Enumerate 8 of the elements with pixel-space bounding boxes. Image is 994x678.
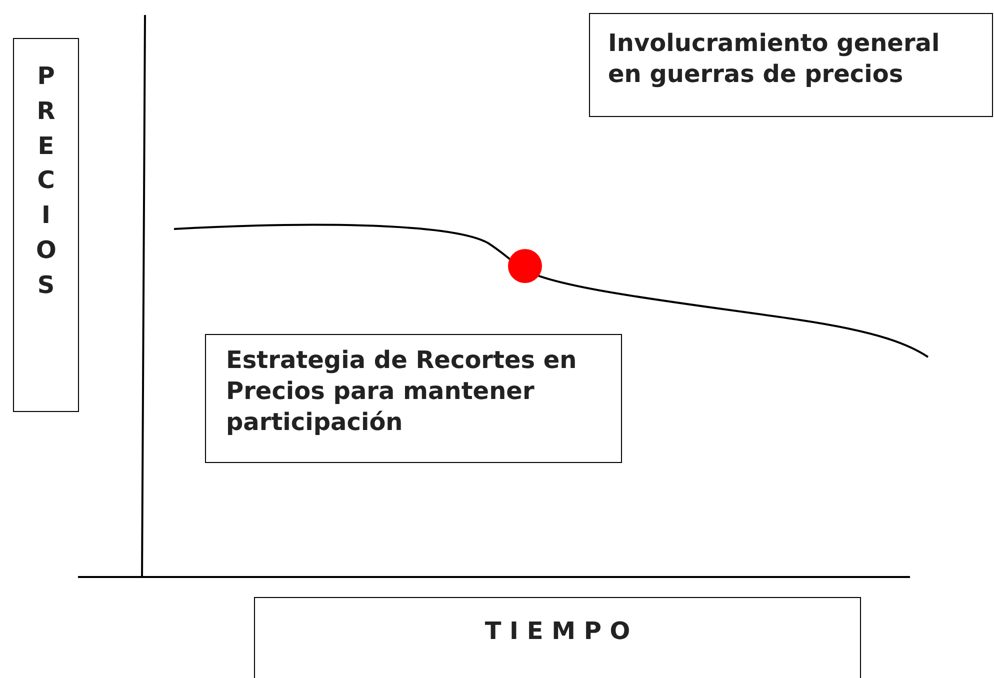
- box-text: Estrategia de Recortes en Precios para mantener participación: [226, 345, 578, 438]
- text-box: [205, 334, 622, 463]
- text-box: [13, 38, 79, 412]
- box-text: P R E C I O S: [36, 61, 56, 301]
- box-text: Involucramiento general en guerras de precios: [608, 28, 941, 90]
- text-box: [589, 13, 993, 117]
- box-text: T I E M P O: [484, 616, 632, 647]
- text-box: [254, 597, 861, 678]
